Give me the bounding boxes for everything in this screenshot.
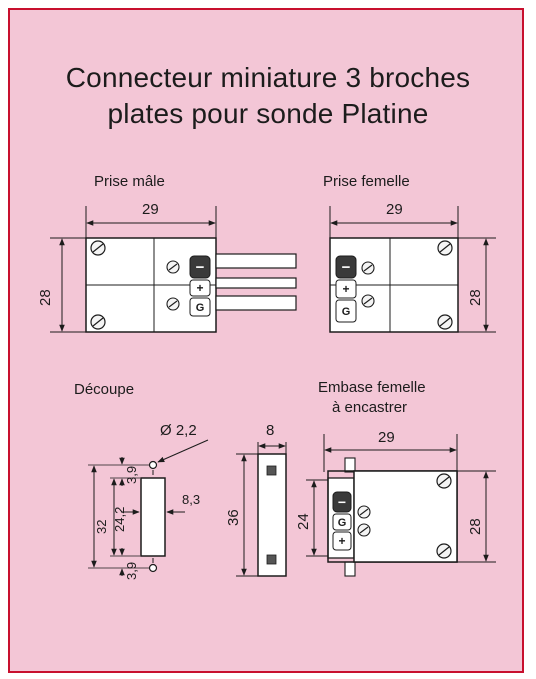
socket-label-line-2: à encastrer [332, 399, 407, 416]
cutout-bottom-edge-label: 3,9 [124, 562, 139, 580]
side-tab [266, 465, 277, 476]
pin-blade [215, 277, 297, 289]
connector-diagram: Prise mâle 29 28 − [37, 173, 496, 580]
plus-symbol: + [342, 282, 349, 296]
ground-symbol: G [338, 517, 347, 529]
minus-terminal [189, 255, 211, 279]
side-tab [266, 554, 277, 565]
spec-card: Connecteur miniature 3 broches plates po… [8, 8, 524, 673]
title-line-2: plates pour sonde Platine [107, 98, 429, 129]
ground-terminal [189, 297, 211, 317]
cutout-rectangle [140, 477, 166, 557]
socket-height-label: 28 [467, 518, 484, 535]
plus-terminal [335, 279, 357, 299]
ground-terminal [332, 513, 352, 531]
side-height-label: 36 [225, 509, 242, 526]
title-line-1: Connecteur miniature 3 broches [65, 62, 471, 93]
minus-terminal [335, 255, 357, 279]
male-label: Prise mâle [94, 173, 165, 190]
ground-terminal [335, 299, 357, 323]
mounting-hole [148, 563, 158, 573]
mounting-hole [148, 460, 158, 470]
hole-diameter-label: Ø 2,2 [160, 422, 197, 439]
socket-width-label: 29 [378, 429, 395, 446]
cutout-total-height-label: 32 [94, 520, 109, 534]
male-height-label: 28 [37, 289, 54, 306]
cutout-top-edge-label: 3,9 [124, 466, 139, 484]
pin-blade [215, 253, 297, 269]
ground-symbol: G [342, 306, 351, 318]
cutout-inner-height-label: 24,2 [112, 507, 127, 532]
plus-terminal [189, 279, 211, 297]
minus-symbol: − [196, 259, 205, 276]
cutout-width-label: 8,3 [182, 492, 200, 507]
plus-terminal [332, 531, 352, 551]
female-width-label: 29 [386, 201, 403, 218]
socket-inner-height-label: 24 [295, 513, 312, 530]
ground-symbol: G [196, 302, 205, 314]
pin-blade [215, 295, 297, 311]
mounting-stud [344, 561, 356, 577]
minus-symbol: − [342, 259, 351, 276]
male-width-label: 29 [142, 201, 159, 218]
female-plug: Prise femelle 29 28 − + G [323, 173, 496, 333]
female-label: Prise femelle [323, 173, 410, 190]
plus-symbol: + [338, 534, 345, 548]
mounting-stud [344, 457, 356, 473]
panel-cutout: Découpe Ø 2,2 8,3 32 24,2 3,9 3,9 [74, 381, 209, 580]
male-plug: Prise mâle 29 28 − [37, 173, 297, 333]
cutout-label: Découpe [74, 381, 134, 398]
female-height-label: 28 [467, 289, 484, 306]
plus-symbol: + [196, 281, 203, 295]
minus-terminal [332, 491, 352, 513]
minus-symbol: − [338, 494, 346, 510]
panel-socket: Embase femelle à encastrer 29 28 24 [295, 379, 496, 577]
side-width-label: 8 [266, 422, 274, 439]
side-view: 8 36 [225, 422, 287, 577]
socket-label-line-1: Embase femelle [318, 379, 426, 396]
